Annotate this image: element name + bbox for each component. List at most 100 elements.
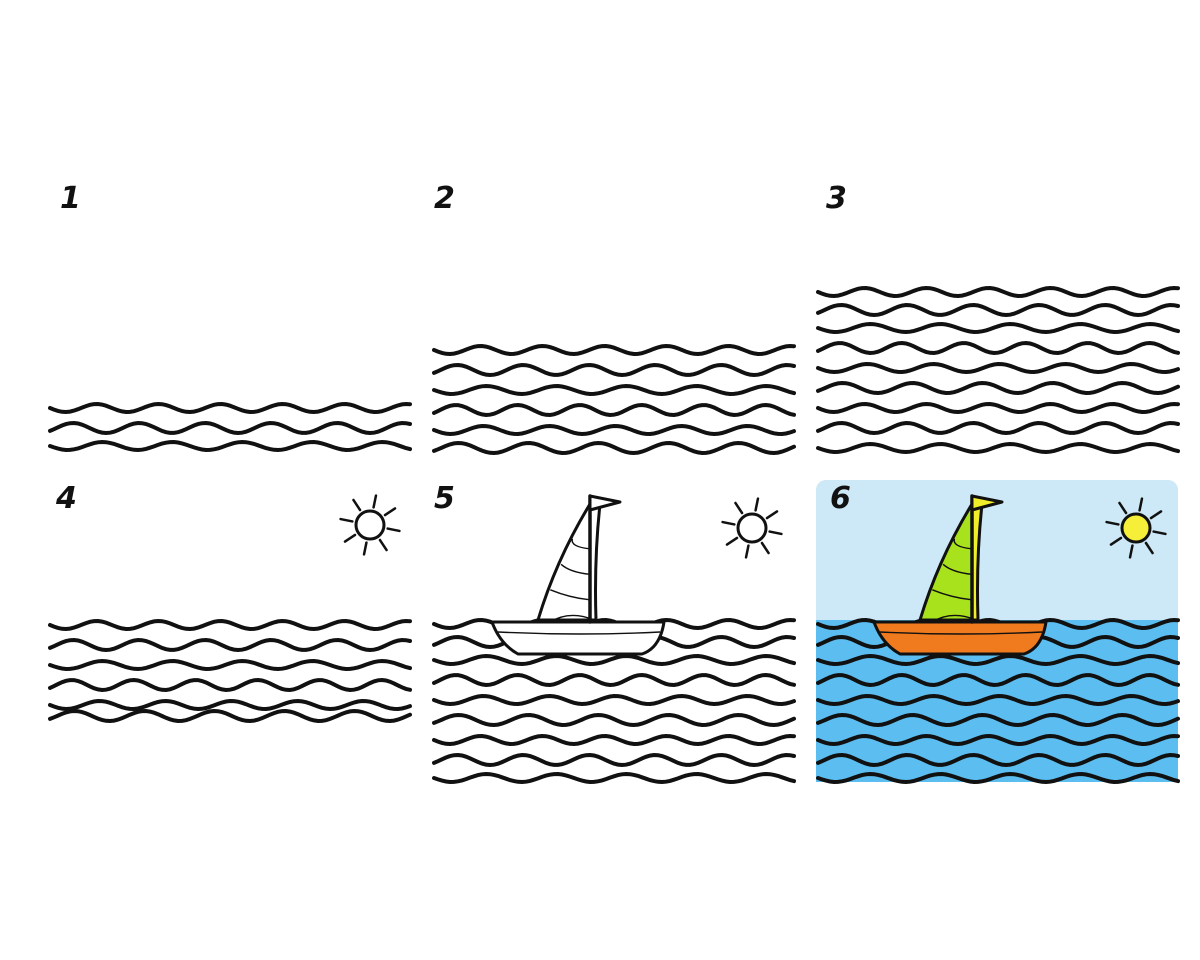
wave-line	[48, 420, 412, 436]
sun-ray	[1128, 544, 1134, 559]
wave-line	[432, 402, 796, 418]
jib-sail	[970, 502, 984, 622]
sun-disc	[1120, 512, 1152, 544]
wave-line	[816, 340, 1180, 356]
wave-line	[816, 321, 1180, 335]
sun-ray	[352, 498, 362, 512]
sail-seam	[932, 589, 973, 601]
wave-line	[816, 302, 1180, 318]
wave-line	[48, 708, 412, 724]
step-number: 4	[55, 481, 77, 516]
sun-ray	[1138, 497, 1144, 512]
wave-line	[432, 383, 796, 397]
wave-line	[816, 672, 1180, 688]
wave-line	[432, 440, 796, 456]
boat-hull	[490, 620, 666, 656]
wave-line	[816, 752, 1180, 768]
wave-line	[816, 712, 1180, 728]
wave-line	[816, 420, 1180, 436]
sun-disc	[354, 509, 386, 541]
sun-ray	[1144, 541, 1154, 555]
sun-ray	[343, 533, 357, 543]
sun-ray	[760, 541, 770, 555]
deck-line	[931, 614, 977, 623]
wave-line	[432, 362, 796, 378]
sun-ray	[721, 520, 736, 526]
step-panel-4: 4	[48, 481, 412, 724]
sun-ray	[362, 541, 368, 556]
wave-line	[816, 361, 1180, 375]
sun-ray	[754, 497, 760, 512]
sun-ray	[1149, 510, 1163, 520]
wave-line	[816, 380, 1180, 396]
wave-line	[48, 698, 412, 712]
wave-line	[816, 771, 1180, 785]
sun-ray	[386, 527, 401, 533]
wave-line	[48, 677, 412, 693]
sailboat-icon	[490, 494, 666, 656]
wave-line	[816, 733, 1180, 747]
step-number: 1	[60, 181, 81, 216]
wave-line	[432, 693, 796, 707]
sun-ray	[1105, 520, 1120, 526]
wave-line	[48, 439, 412, 453]
sun-ray	[339, 517, 354, 523]
sun-ray	[1109, 536, 1123, 546]
wave-line	[432, 672, 796, 688]
wave-line	[48, 618, 412, 632]
sail-seam	[560, 563, 591, 576]
wave-line	[432, 423, 796, 437]
wave-line	[432, 771, 796, 785]
wave-line	[432, 752, 796, 768]
wave-line	[48, 401, 412, 415]
main-sail	[918, 502, 974, 622]
wave-line	[816, 653, 1180, 667]
step-panel-2: 2	[432, 181, 796, 456]
sun-icon	[339, 494, 401, 556]
boat-hull	[872, 620, 1048, 656]
sun-ray	[734, 501, 744, 515]
main-sail	[536, 502, 592, 622]
sun-ray	[1118, 501, 1128, 515]
wave-line	[816, 285, 1180, 299]
sun-ray	[768, 530, 783, 536]
sun-icon	[721, 497, 783, 559]
wave-line	[432, 343, 796, 357]
flag	[970, 494, 1004, 512]
step-number: 6	[830, 481, 851, 516]
sail-seam	[571, 538, 591, 550]
sun-icon	[1105, 497, 1167, 559]
wave-line	[432, 712, 796, 728]
step-number: 5	[434, 481, 455, 516]
hull-stripe	[497, 631, 661, 635]
sun-ray	[744, 544, 750, 559]
step-number: 2	[434, 181, 455, 216]
wave-line	[816, 441, 1180, 455]
sun-ray	[372, 494, 378, 509]
wave-line	[48, 658, 412, 672]
hull-stripe	[879, 631, 1043, 635]
sail-seam	[550, 589, 591, 601]
sail-seam	[953, 538, 973, 550]
wave-line	[432, 733, 796, 747]
wave-line	[816, 693, 1180, 707]
wave-line	[816, 401, 1180, 415]
step-panel-3: 3	[816, 181, 1180, 455]
step-panel-5: 5	[432, 481, 796, 785]
sun-ray	[378, 538, 388, 552]
sailboat-icon	[872, 494, 1048, 656]
sun-ray	[725, 536, 739, 546]
sail-seam	[942, 563, 973, 576]
sun-disc	[736, 512, 768, 544]
sun-ray	[765, 510, 779, 520]
wave-line	[48, 637, 412, 653]
jib-sail	[588, 502, 602, 622]
step-number: 3	[826, 181, 847, 216]
step-panel-1: 1	[48, 181, 412, 453]
sun-ray	[383, 507, 397, 517]
flag	[588, 494, 622, 512]
step-panel-6: 6	[816, 480, 1180, 785]
sun-ray	[1152, 530, 1167, 536]
deck-line	[549, 614, 595, 623]
